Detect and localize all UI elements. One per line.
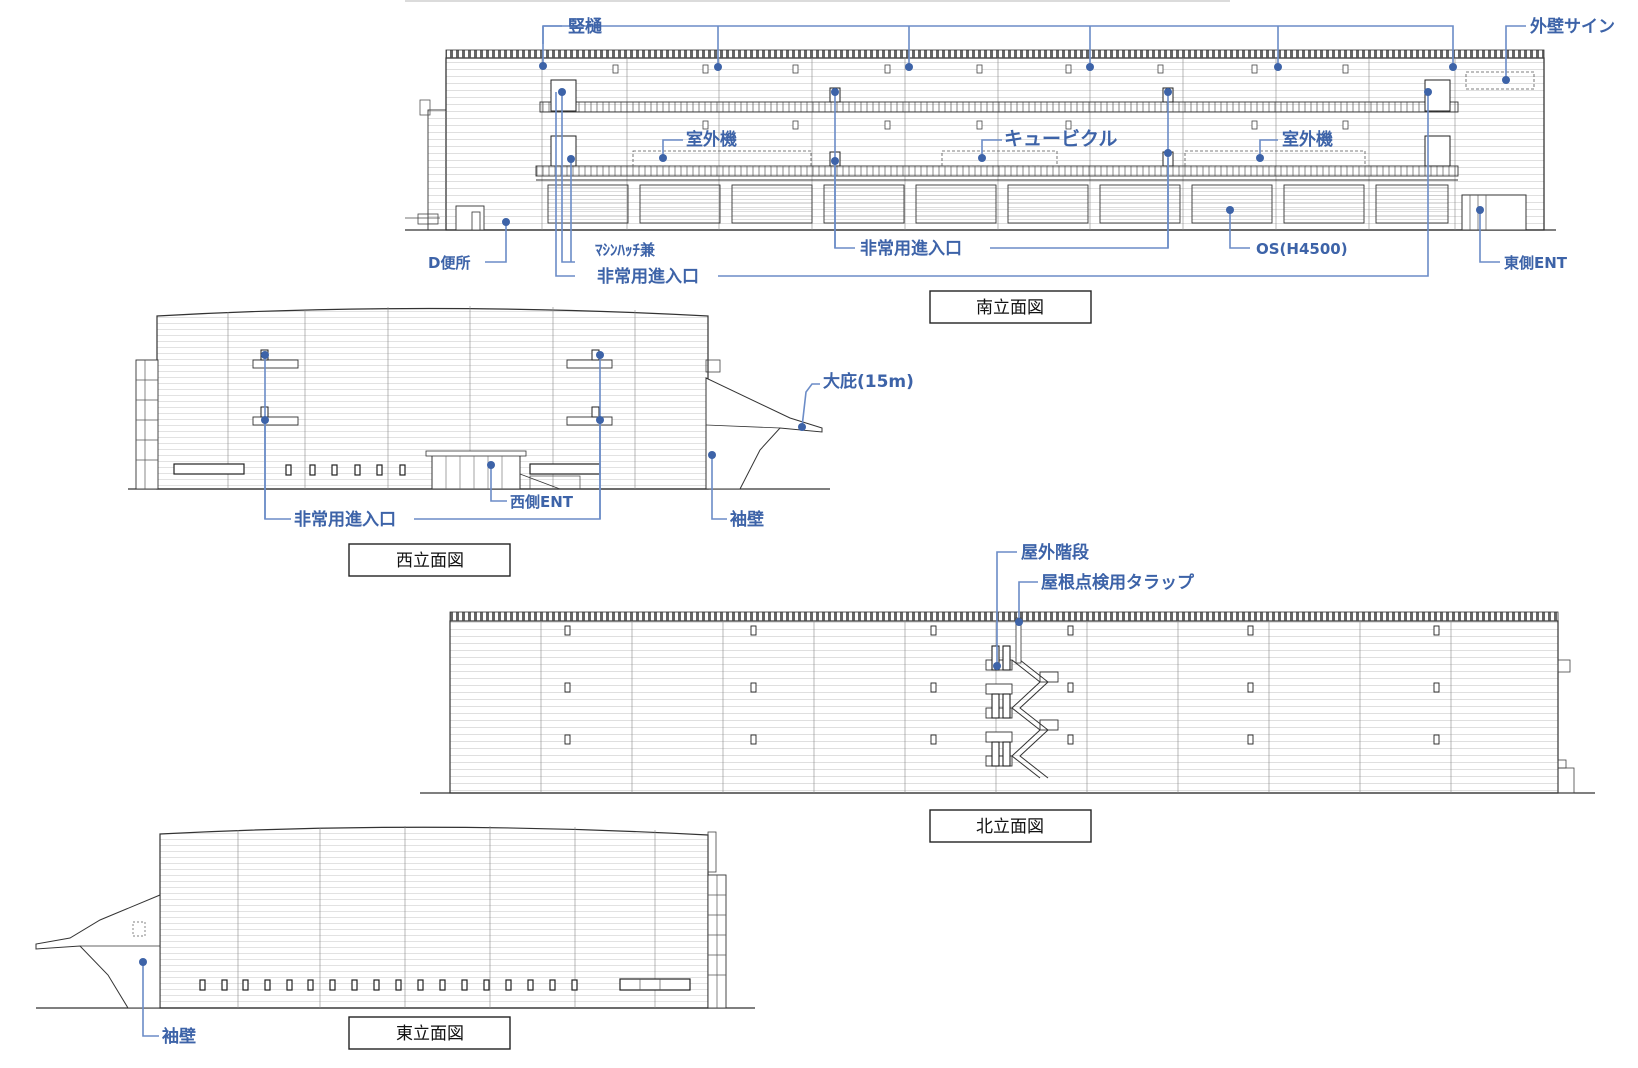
label-west-wing-wall: 袖壁 bbox=[730, 509, 764, 530]
label-cubicle: キュービクル bbox=[1004, 128, 1117, 150]
label-outdoor-unit-left: 室外機 bbox=[686, 129, 737, 150]
label-wall-sign: 外壁サイン bbox=[1530, 16, 1615, 37]
label-roof-ladder: 屋根点検用タラップ bbox=[1041, 572, 1195, 593]
label-west-ent: 西側ENT bbox=[510, 493, 574, 511]
label-d-toilet: D便所 bbox=[428, 254, 470, 272]
label-east-ent: 東側ENT bbox=[1504, 254, 1568, 272]
north-title-box bbox=[929, 809, 1092, 843]
label-os: OS(H4500) bbox=[1256, 240, 1348, 258]
label-outdoor-stair: 屋外階段 bbox=[1021, 542, 1089, 563]
west-title-box bbox=[348, 543, 511, 577]
label-emergency-entry-a: 非常用進入口 bbox=[597, 266, 699, 287]
label-emergency-entry-b: 非常用進入口 bbox=[860, 238, 962, 259]
north-title: 北立面図 bbox=[976, 817, 1044, 837]
west-title: 西立面図 bbox=[396, 551, 464, 571]
east-title-box bbox=[348, 1016, 511, 1050]
label-machine-hatch: ﾏｼﾝﾊｯﾁ兼 bbox=[595, 241, 656, 259]
label-west-emergency-entry: 非常用進入口 bbox=[294, 509, 396, 530]
west-elevation: 大庇(15m) 西側ENT 非常用進入口 袖壁 西立面図 bbox=[128, 306, 914, 577]
label-east-wing-wall: 袖壁 bbox=[162, 1026, 196, 1047]
label-outdoor-unit-right: 室外機 bbox=[1282, 129, 1333, 150]
label-canopy: 大庇(15m) bbox=[823, 371, 914, 392]
north-elevation: 屋外階段 屋根点検用タラップ 北立面図 bbox=[420, 542, 1595, 843]
south-title: 南立面図 bbox=[976, 298, 1044, 318]
south-elevation: 竪樋 外壁サイン 室外機 キュービクル 室外機 D便所 ﾏｼﾝﾊｯﾁ兼 非常用進… bbox=[405, 16, 1615, 324]
label-downspout: 竪樋 bbox=[568, 16, 602, 37]
south-title-box bbox=[929, 290, 1092, 324]
east-title: 東立面図 bbox=[396, 1024, 464, 1044]
east-elevation: 袖壁 東立面図 bbox=[35, 826, 755, 1050]
